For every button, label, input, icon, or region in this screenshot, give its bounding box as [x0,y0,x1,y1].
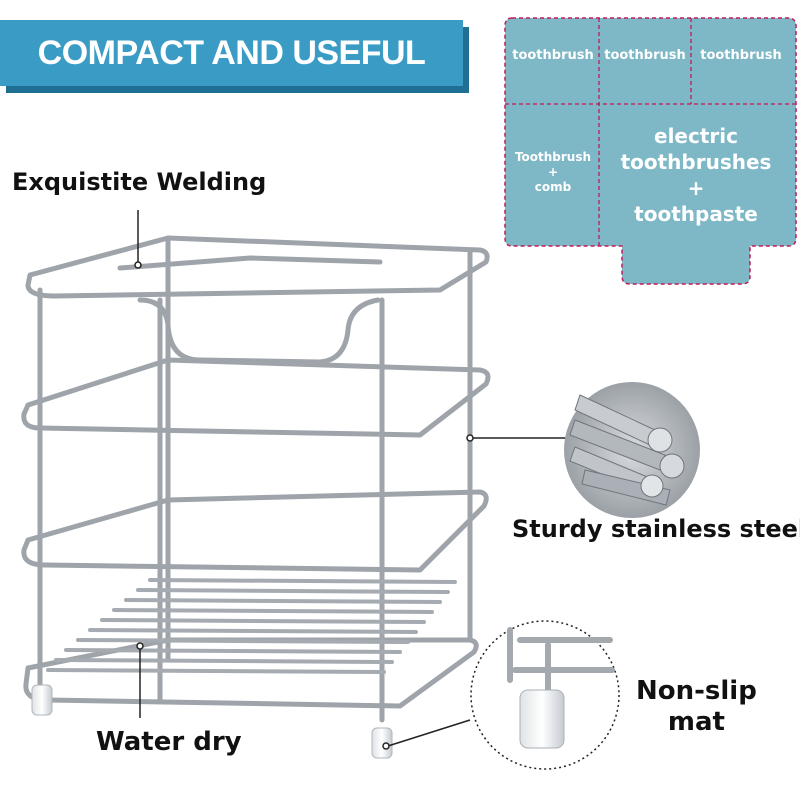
slot-toothbrush-3: toothbrush [700,48,782,63]
title-banner: COMPACT AND USEFUL [0,20,463,86]
slot5-line1: electric [654,124,738,148]
label-water-dry: Water dry [96,727,242,757]
label-stainless-steel: Sturdy stainless steel [512,515,800,543]
slot4-line3: comb [534,180,572,194]
slot-toothbrush-comb: Toothbrush + comb [507,150,599,195]
label-mat-line1: Non-slip [636,676,757,706]
label-mat-line2: mat [667,707,725,737]
slot-toothbrush-2: toothbrush [604,48,686,63]
diagram-outline [504,17,797,285]
banner-title: COMPACT AND USEFUL [37,33,426,72]
slot5-line3: + [687,176,705,200]
slot5-line2: toothbrushes [620,150,772,174]
slot-toothbrush-1: toothbrush [512,48,594,63]
slot4-line1: Toothbrush [514,150,592,164]
slot5-line4: toothpaste [634,202,758,226]
slot-electric-toothpaste: electric toothbrushes + toothpaste [600,123,792,227]
label-exquisite-welding: Exquistite Welding [12,168,267,196]
label-non-slip-mat: Non-slip mat [636,676,757,738]
slot4-line2: + [547,165,559,179]
